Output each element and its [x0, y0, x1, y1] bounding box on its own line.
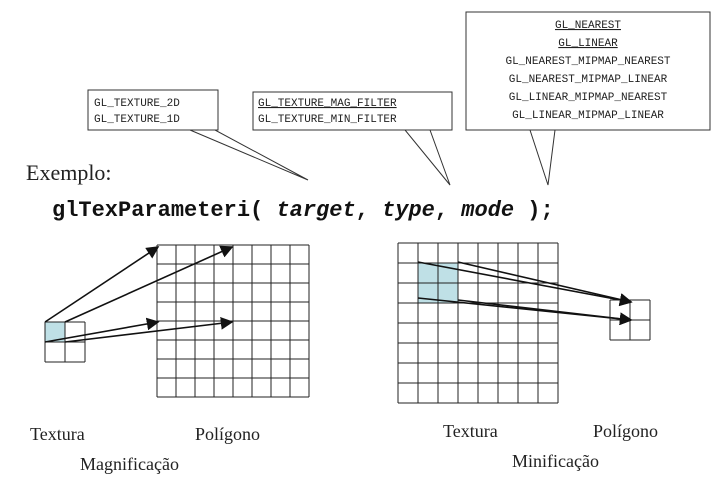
min-arrow-2 [457, 261, 633, 306]
mag-arrow-4 [64, 316, 234, 343]
mag-polygon-label: Polígono [195, 424, 260, 444]
mag-arrow-1 [44, 246, 160, 323]
mag-caption: Magnificação [80, 454, 179, 474]
callout-mode-box [465, 11, 711, 131]
callout-mode-line-4: GL_NEAREST_MIPMAP_LINEAR [509, 74, 668, 86]
callout-mode-pointer [529, 129, 556, 186]
minification-diagram: Textura Polígono Minificação [397, 242, 658, 471]
callout-target-pointer [189, 129, 309, 181]
callout-mode-line-5: GL_LINEAR_MIPMAP_NEAREST [509, 92, 668, 104]
code-sep-2: , [435, 198, 461, 223]
mag-arrow-3 [44, 317, 160, 343]
callout-mode-line-1: GL_NEAREST [555, 20, 621, 32]
min-texture-label: Textura [443, 421, 498, 441]
callout-type-box [252, 91, 453, 131]
min-polygon-label: Polígono [593, 421, 658, 441]
min-arrow-4 [457, 299, 633, 326]
callout-target: GL_TEXTURE_2D GL_TEXTURE_1D [87, 89, 309, 181]
code-sep-1: , [356, 198, 382, 223]
magnification-texture-grid [44, 321, 86, 363]
mag-texture-highlight-cell [45, 322, 65, 342]
callout-type-line-2: GL_TEXTURE_MIN_FILTER [258, 114, 397, 126]
code-function: glTexParameteri( [52, 198, 276, 223]
magnification-arrows [44, 245, 234, 343]
minification-texture-grid [397, 242, 559, 404]
mag-texture-label: Textura [30, 424, 85, 444]
callout-target-box [87, 89, 219, 131]
callout-mode: GL_NEAREST GL_LINEAR GL_NEAREST_MIPMAP_N… [465, 11, 711, 186]
callout-type: GL_TEXTURE_MAG_FILTER GL_TEXTURE_MIN_FIL… [252, 91, 453, 186]
example-label: Exemplo: [26, 160, 112, 185]
code-line: glTexParameteri( target, type, mode ); [52, 198, 554, 223]
magnification-diagram: Textura Polígono Magnificação [30, 244, 310, 474]
code-arg-target: target [276, 198, 355, 223]
min-caption: Minificação [512, 451, 599, 471]
callout-mode-line-2: GL_LINEAR [558, 38, 618, 50]
code-arg-type: type [382, 198, 435, 223]
callout-type-pointer [403, 129, 451, 186]
magnification-polygon-grid [156, 244, 310, 398]
minification-arrows [417, 261, 633, 326]
callout-mode-line-6: GL_LINEAR_MIPMAP_LINEAR [512, 110, 664, 122]
min-arrow-1 [417, 261, 633, 307]
code-close: ); [514, 198, 554, 223]
mag-arrow-2 [64, 245, 234, 323]
callout-mode-line-3: GL_NEAREST_MIPMAP_NEAREST [505, 56, 670, 68]
callout-type-line-1: GL_TEXTURE_MAG_FILTER [258, 98, 397, 110]
callout-target-line-2: GL_TEXTURE_1D [94, 114, 180, 126]
code-arg-mode: mode [460, 198, 514, 223]
callout-target-line-1: GL_TEXTURE_2D [94, 98, 180, 110]
